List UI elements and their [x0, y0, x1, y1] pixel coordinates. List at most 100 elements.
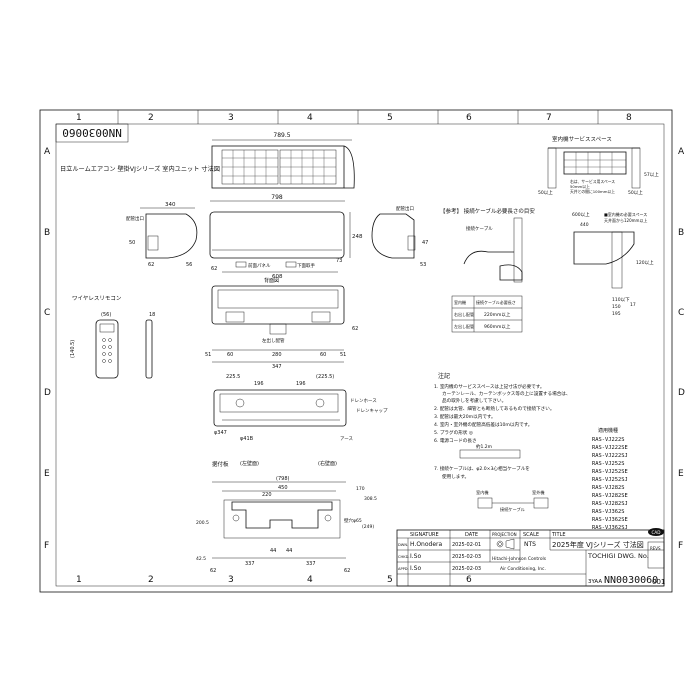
signature-date: 2025-02-01	[452, 542, 481, 548]
model-item: RAS-VJ252SJ	[592, 477, 628, 483]
column-marker: 8	[626, 113, 632, 123]
dim-remote-width: (56)	[101, 312, 111, 318]
dim-60-right: 60	[320, 352, 326, 358]
row-marker: B	[44, 228, 50, 238]
date-header: DATE	[465, 532, 478, 538]
dim-51-right: 51	[340, 352, 346, 358]
dim-62-plate-right: 62	[344, 568, 350, 574]
cable-table-cell: 右出し配管	[454, 311, 474, 317]
reference-title: 【参考】 接続ケーブル必要長さの目安	[440, 207, 535, 215]
dim-50: 50	[129, 240, 135, 246]
model-item: RAS-VJ252S	[592, 461, 624, 467]
note-item: 品の取外しを考慮して下さい。	[442, 397, 506, 404]
install-plate-view: 据付板 (左壁面) (右壁面) (798) 450 220 壁穴φ65 44 4…	[196, 460, 377, 574]
row-markers: A B C D E F A B C D E F	[44, 147, 685, 551]
company-name: Hitachi-Johnson Controls	[492, 556, 547, 562]
dim-service-top: 57以上	[644, 171, 659, 178]
label-connect-cable: 接続ケーブル	[466, 225, 493, 232]
column-markers: 1 2 3 4 5 6 7 8 1 2 3 4 5 6	[76, 110, 632, 585]
label-left-wall: (左壁面)	[240, 460, 259, 467]
label-wall-hole: 壁穴φ65	[344, 517, 362, 524]
note-item: 7. 接続ケーブルは、φ2.0×3心相当ケーブルを	[434, 465, 530, 472]
remote-side	[145, 319, 153, 379]
dim-308-5: 308.5	[364, 496, 377, 502]
dwg-label: TOCHIGI DWG. No.	[587, 552, 649, 560]
signature-header: SIGNATURE	[410, 532, 439, 538]
signer-name: I.So	[410, 565, 421, 572]
back-view-title: 背面図	[264, 277, 279, 284]
column-marker: 3	[228, 113, 234, 123]
row-marker: D	[678, 388, 685, 398]
column-marker: 6	[466, 575, 472, 585]
power-cord-drawing	[459, 449, 521, 459]
dim-62-side: 62	[148, 262, 154, 268]
side-view-left: 340 配管出口 50 62 56	[126, 202, 198, 268]
reference-cable-section: 【参考】 接続ケーブル必要長さの目安 接続ケーブル 室内機 接続ケーブル必要長さ…	[440, 207, 654, 333]
column-marker: 3	[228, 575, 234, 585]
row-marker: E	[44, 469, 50, 479]
dim-120: 120以上	[636, 259, 654, 266]
dim-200-5: 200.5	[196, 520, 209, 526]
dim-337-left: 337	[245, 561, 255, 567]
dim-width-main: 798	[271, 194, 283, 201]
notes-title: 注記	[438, 372, 450, 380]
title-header: TITLE	[551, 532, 566, 538]
row-marker: C	[44, 308, 50, 318]
notes-section: 注記 1. 室内機のサービススペースは上記寸法が必要です。 カーテンレール、カー…	[434, 372, 571, 513]
signature-date: 2025-02-03	[452, 566, 481, 572]
label-drain-hose: ドレンホース	[350, 398, 377, 404]
cord-length: 約1.2m	[476, 443, 492, 450]
column-marker: 5	[387, 575, 393, 585]
dim-798-plate: (798)	[276, 476, 289, 482]
remote-control-drawing: ワイヤレスリモコン (56) 18 (140.5)	[70, 295, 155, 379]
dim-51-left: 51	[205, 352, 211, 358]
dim-height: 248	[352, 234, 363, 240]
label-left-piping: 左出し配管	[262, 337, 285, 344]
dim-220: 220	[262, 492, 272, 498]
label-front-panel: 前面パネル	[248, 262, 271, 269]
row-marker: B	[678, 228, 684, 238]
dim-width-top: 789.5	[273, 132, 290, 139]
row-marker: F	[44, 541, 49, 551]
back-view: 背面図 左出し配管 51 60 280 60 51 347 62	[205, 277, 358, 370]
column-marker: 1	[76, 113, 82, 123]
dim-340: 340	[165, 202, 176, 208]
dim-225-5-left: 225.5	[226, 374, 240, 380]
model-item: RAS-VJ362S	[592, 509, 624, 515]
projection-header: PROJECTION	[492, 532, 517, 537]
dim-249: (249)	[362, 524, 374, 530]
label-bottom-handle: 下面取手	[297, 262, 315, 269]
cad-badge-icon: CAD	[648, 528, 664, 536]
note-item: 1. 室内機のサービススペースは上記寸法が必要です。	[434, 383, 545, 390]
service-note-1: 右は、サービス用スペース	[570, 179, 615, 184]
drawing-number-rotated: NN0030060	[62, 126, 122, 139]
dwg-code: 3YAA	[588, 579, 602, 585]
service-note-2: 50mm以上	[570, 184, 590, 189]
model-item: RAS-VJ222SJ	[592, 453, 628, 459]
reference-note-ceiling: 天井面から120mm以上	[604, 217, 647, 223]
reference-note-space: ■室内機の必要スペース	[604, 211, 647, 217]
dim-service-left: 50以上	[538, 189, 553, 196]
dim-47: 47	[422, 240, 428, 246]
dim-42-5: 42.5	[196, 556, 206, 562]
front-view-top: 789.5	[211, 132, 355, 189]
note-item: 2. 配管は太管、細管とも断熱してあるもので接続下さい。	[434, 405, 554, 412]
dim-196-right: 196	[296, 381, 306, 387]
model-item: RAS-VJ282SJ	[592, 501, 628, 507]
dwg-number: NN0030060	[604, 575, 658, 586]
role-drawn: DWN.	[398, 543, 408, 547]
dim-remote-depth: 18	[149, 312, 155, 318]
dim-337-right: 337	[306, 561, 316, 567]
signer-name: I.So	[410, 553, 421, 560]
models-title: 適用機種	[598, 427, 618, 434]
column-marker: 7	[546, 113, 552, 123]
revision-number: 001	[652, 578, 665, 586]
signature-date: 2025-02-03	[452, 554, 481, 560]
row-marker: C	[678, 308, 684, 318]
note-item: カーテンレール、カーテンボックス等の上に設置する場合は、	[442, 390, 571, 397]
model-item: RAS-VJ252SE	[592, 469, 628, 475]
internal-view: 225.5 (225.5) 196 196 φ347 φ41B ドレンホース ド…	[213, 374, 388, 442]
service-space-title: 室内機サービススペース	[552, 135, 612, 143]
service-note-3: 天井との間に100mm以上	[570, 189, 615, 194]
note-item: 6. 電源コードの長さ	[434, 437, 477, 444]
